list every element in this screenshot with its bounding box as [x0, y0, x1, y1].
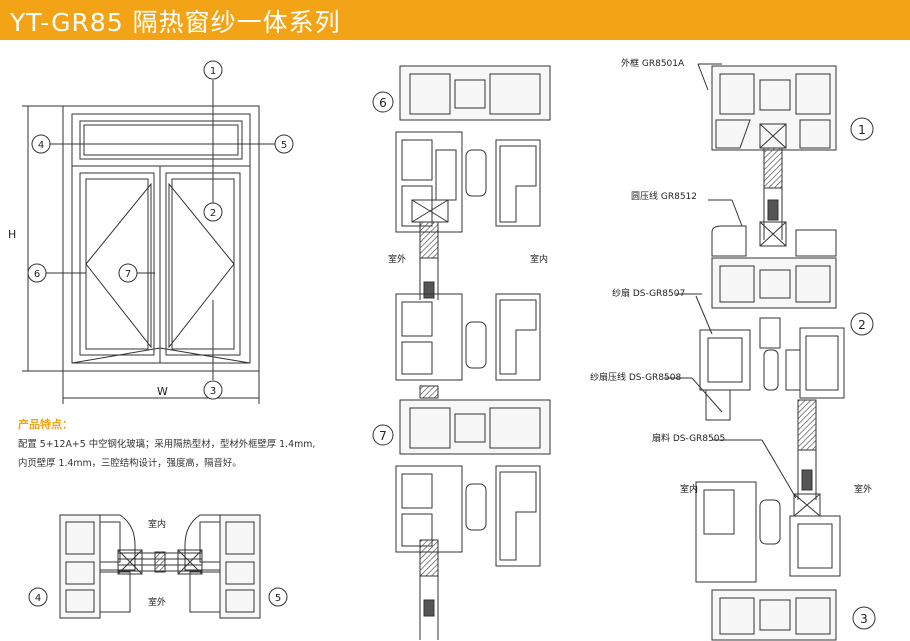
label-round-bead: 圆压线 GR8512	[631, 190, 697, 202]
features-line-2: 内页壁厚 1.4mm，三腔结构设计，强度高，隔音好。	[18, 458, 242, 469]
section-small-inside: 室内	[148, 518, 166, 530]
section-small-num-left: 4	[35, 593, 41, 604]
callout-2: 2	[210, 208, 216, 219]
callout-5: 5	[281, 140, 287, 151]
dim-h-label: H	[8, 228, 16, 241]
features-text: 配置 5+12A+5 中空钢化玻璃；采用隔热型材，型材外框壁厚 1.4mm, 内…	[18, 435, 348, 473]
callout-3: 3	[210, 386, 216, 397]
right-num-3: 3	[860, 612, 868, 626]
right-outside-label: 室外	[854, 483, 872, 495]
label-screen-sash: 纱扇 DS-GR8507	[612, 287, 685, 299]
callout-1: 1	[210, 66, 216, 77]
label-outer-frame: 外框 GR8501A	[621, 57, 685, 69]
right-inside-label: 室内	[680, 483, 698, 495]
section-middle	[395, 65, 551, 640]
elevation-callouts	[27, 60, 294, 400]
middle-num-7: 7	[379, 429, 387, 443]
right-callouts	[850, 117, 876, 630]
middle-num-6: 6	[379, 96, 387, 110]
middle-outside-label: 室外	[388, 253, 406, 265]
section-right	[664, 63, 845, 641]
window-elevation	[22, 80, 275, 404]
section-small-callouts	[28, 587, 288, 607]
page-title: YT-GR85 隔热窗纱一体系列	[10, 8, 341, 37]
callout-7: 7	[125, 269, 131, 280]
features-line-1: 配置 5+12A+5 中空钢化玻璃；采用隔热型材，型材外框壁厚 1.4mm,	[18, 439, 316, 450]
dim-w-label: W	[157, 385, 168, 398]
label-sash-profile: 扇料 DS-GR8505	[652, 432, 725, 444]
callout-6: 6	[34, 269, 40, 280]
middle-inside-label: 室内	[530, 253, 548, 265]
middle-callouts	[372, 91, 394, 446]
callout-4: 4	[38, 140, 44, 151]
header-bar: YT-GR85 隔热窗纱一体系列	[0, 0, 910, 40]
right-num-1: 1	[858, 123, 866, 137]
section-small-outside: 室外	[148, 596, 166, 608]
section-small-num-right: 5	[275, 593, 281, 604]
label-screen-bead: 纱扇压线 DS-GR8508	[590, 371, 681, 383]
section-horizontal	[59, 514, 261, 619]
features-title: 产品特点：	[18, 418, 73, 431]
right-num-2: 2	[858, 318, 866, 332]
